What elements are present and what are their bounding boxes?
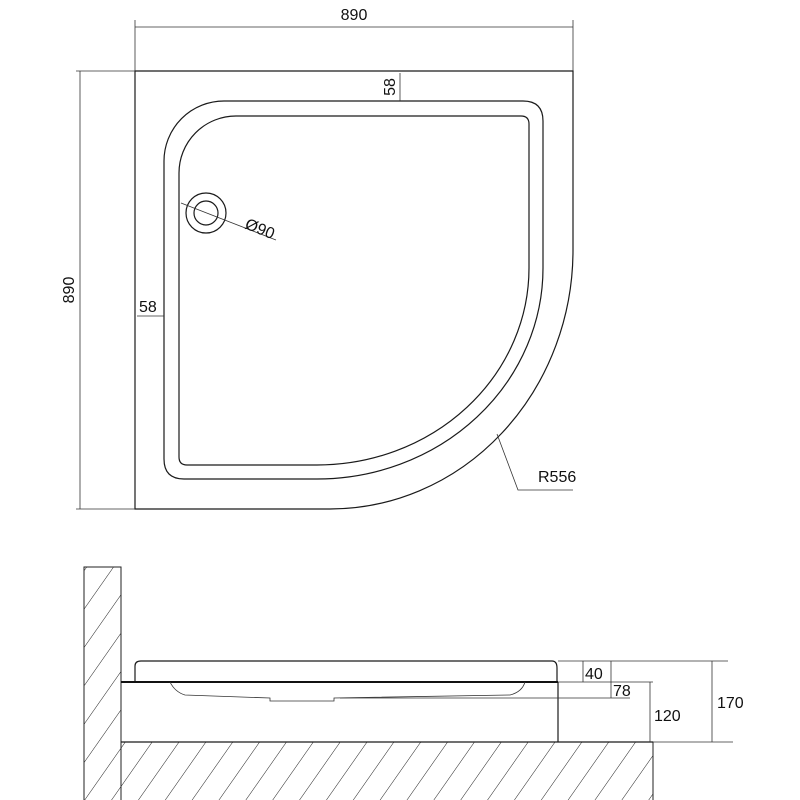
depth-label: 890 — [61, 277, 78, 304]
rim-inner — [178, 115, 530, 466]
drain-outer-icon — [185, 192, 227, 234]
floor-section — [120, 741, 654, 800]
radius-label: R556 — [538, 469, 576, 486]
drain-leader — [180, 202, 277, 241]
drain-diameter-label: Ø90 — [243, 216, 278, 243]
wall-section — [83, 566, 122, 800]
top-view: Ø90 890 890 58 58 R556 — [61, 7, 576, 510]
drain-inner-icon — [193, 200, 219, 226]
tray-outline — [134, 70, 574, 510]
side-view: 40 78 120 170 — [83, 566, 744, 800]
lip-label: 40 — [585, 666, 603, 683]
tray-lip — [134, 660, 558, 682]
rim-outer — [163, 100, 544, 480]
radius-leader — [496, 433, 573, 491]
body-label: 120 — [654, 708, 681, 725]
rim-top-label: 58 — [382, 78, 399, 96]
tray-basin — [169, 681, 526, 702]
width-label: 890 — [341, 7, 368, 24]
basin-label: 78 — [613, 683, 631, 700]
rim-left-label: 58 — [139, 299, 157, 316]
total-label: 170 — [717, 695, 744, 712]
